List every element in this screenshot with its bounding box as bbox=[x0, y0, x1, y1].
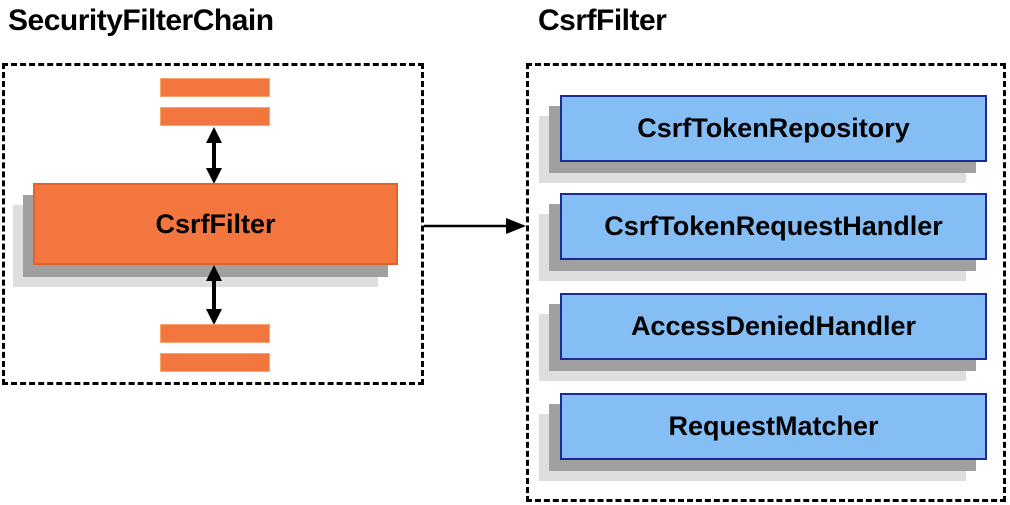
csrf-filter-box-label: CsrfFilter bbox=[155, 208, 276, 239]
arrow-right-icon bbox=[424, 218, 526, 234]
security-filter-chain-boundary bbox=[2, 63, 424, 385]
csrf-filter-boundary bbox=[526, 63, 1006, 502]
filter-placeholder-bar bbox=[160, 107, 270, 126]
component-label: CsrfTokenRequestHandler bbox=[604, 211, 943, 241]
access-denied-handler-box: AccessDeniedHandler bbox=[560, 293, 987, 360]
filter-placeholder-bar bbox=[160, 78, 270, 97]
csrf-filter-title: CsrfFilter bbox=[538, 4, 667, 37]
security-filter-chain-title: SecurityFilterChain bbox=[8, 4, 274, 37]
component-label: CsrfTokenRepository bbox=[637, 113, 910, 143]
component-label: AccessDeniedHandler bbox=[630, 311, 917, 341]
double-arrow-icon bbox=[206, 127, 222, 184]
filter-placeholder-bar bbox=[160, 353, 270, 372]
csrf-token-repository-box: CsrfTokenRepository bbox=[560, 95, 987, 162]
csrf-token-request-handler-box: CsrfTokenRequestHandler bbox=[560, 193, 987, 260]
csrf-filter-box: CsrfFilter bbox=[33, 183, 398, 265]
filter-placeholder-bar bbox=[160, 324, 270, 343]
request-matcher-box: RequestMatcher bbox=[560, 393, 987, 460]
component-label: RequestMatcher bbox=[668, 411, 879, 441]
double-arrow-icon bbox=[206, 265, 222, 325]
